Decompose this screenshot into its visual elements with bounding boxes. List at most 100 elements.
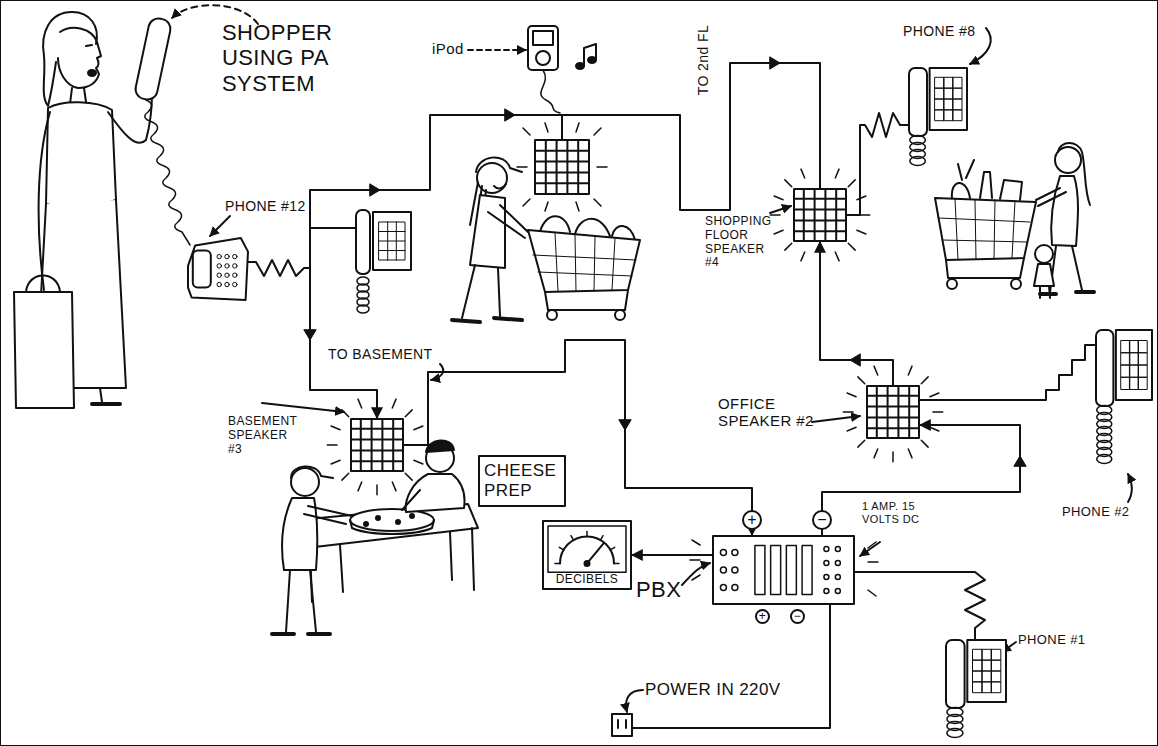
- speaker-shape: [866, 385, 920, 439]
- wallphone-part: [982, 682, 991, 693]
- speaker-part: [417, 444, 427, 446]
- leader-arrow: [431, 364, 443, 380]
- speaker-drawing: [843, 362, 942, 461]
- ipod-device: [541, 70, 560, 113]
- wire: [632, 605, 830, 728]
- ipod-device: [536, 51, 550, 65]
- shopper-with-cart: [452, 157, 640, 322]
- deskphone-part: [225, 282, 229, 286]
- deskphone-part: [217, 282, 221, 286]
- speaker: OFFICE SPEAKER #2: [866, 385, 920, 439]
- pbx-part: [802, 546, 812, 595]
- shopper-with-cart: [494, 184, 506, 189]
- wallphone-part: [935, 88, 944, 99]
- deskphone-part: [225, 273, 229, 277]
- deskphone-shape: [188, 238, 248, 300]
- rating-note: 1 AMP. 15 VOLTS DC: [862, 500, 922, 525]
- speaker-part: [848, 180, 855, 187]
- shopper-with-cart: [488, 205, 528, 238]
- ipod-device: [576, 63, 584, 69]
- wallphone-part: [935, 77, 944, 88]
- speaker-part: [351, 460, 403, 462]
- node-label: PHONE #8: [903, 23, 1003, 39]
- speaker-part: [867, 416, 919, 418]
- cheese-workers: [364, 522, 368, 526]
- wallphone-part: [967, 640, 1006, 702]
- pbx-part: [824, 561, 829, 566]
- speaker: SHOPPING FLOOR SPEAKER #4: [793, 188, 847, 242]
- speaker-part: [867, 406, 919, 408]
- meter-part: [560, 536, 614, 563]
- shopper-family: [935, 198, 1036, 260]
- direction-note: TO BASEMENT: [328, 346, 458, 362]
- node-label: DECIBELS: [542, 573, 632, 587]
- speaker-part: [392, 419, 394, 471]
- wire-connector: [847, 113, 908, 215]
- speaker-part: [876, 386, 878, 438]
- wallphone-part: [953, 99, 962, 110]
- leader-arrow: [262, 403, 344, 412]
- wallphone-shape: [945, 640, 1007, 740]
- shopper-with-cart: [452, 318, 522, 322]
- wallphone-part: [1121, 341, 1130, 353]
- speaker-part: [381, 419, 383, 471]
- speaker-part: [921, 440, 928, 447]
- pbx-part: [720, 550, 726, 556]
- speaker-part: [867, 386, 919, 438]
- speaker-part: [819, 165, 821, 175]
- wallphone-shape: [1095, 330, 1153, 470]
- wallphone-part: [1096, 330, 1113, 406]
- deskphone-part: [188, 238, 248, 300]
- speaker-part: [874, 449, 878, 458]
- wallphone-part: [982, 649, 991, 660]
- wallphone-part: [944, 77, 953, 88]
- shopper-family: [938, 199, 1030, 260]
- device-label: iPod: [432, 40, 472, 57]
- shopper-figure: [43, 12, 97, 106]
- wallphone-part: [992, 660, 1001, 671]
- wallphone-part: [992, 649, 1001, 660]
- node-label: BASEMENT SPEAKER #3: [228, 415, 302, 456]
- wallphone-part: [1097, 455, 1112, 464]
- speaker-part: [835, 189, 837, 241]
- cheese-workers: [291, 466, 333, 478]
- pbx-part: [824, 547, 829, 552]
- speaker-part: [803, 189, 805, 241]
- shopper-figure: [46, 102, 116, 206]
- shopper-with-cart: [533, 233, 636, 291]
- node-label: OFFICE SPEAKER #2: [718, 395, 830, 430]
- meter-part: [548, 526, 626, 572]
- wallphone-drawing: [946, 640, 1006, 738]
- wall-phone-symbol: [373, 212, 411, 270]
- shopper-figure: [88, 70, 96, 76]
- speaker-part: [331, 426, 340, 430]
- wire-connector: [248, 260, 377, 418]
- speaker-part: [801, 169, 805, 178]
- shopper-family: [935, 143, 1094, 298]
- cheese-workers: [406, 474, 465, 512]
- cheese-workers: [350, 509, 434, 531]
- ipod-device: [588, 57, 596, 63]
- leader-arrow: [210, 28, 1132, 712]
- speaker-part: [847, 427, 856, 431]
- box-drawing: [479, 456, 565, 506]
- speaker-part: [930, 427, 939, 431]
- shopper-figure: [145, 100, 190, 245]
- wallphone-part: [973, 649, 982, 660]
- speaker-part: [358, 399, 362, 408]
- shopper-figure: [39, 112, 50, 290]
- wallphone-part: [1121, 353, 1130, 365]
- speaker-part: [414, 426, 423, 430]
- speaker-part: [858, 440, 865, 447]
- cheese-workers: [396, 520, 400, 524]
- cheese-workers: [282, 498, 317, 570]
- leader-arrow: [860, 542, 880, 556]
- wall-plug: [612, 714, 632, 736]
- speaker-part: [887, 386, 889, 438]
- wallphone-drawing: [909, 68, 967, 166]
- speaker-part: [892, 452, 894, 462]
- meter-part: [610, 547, 614, 550]
